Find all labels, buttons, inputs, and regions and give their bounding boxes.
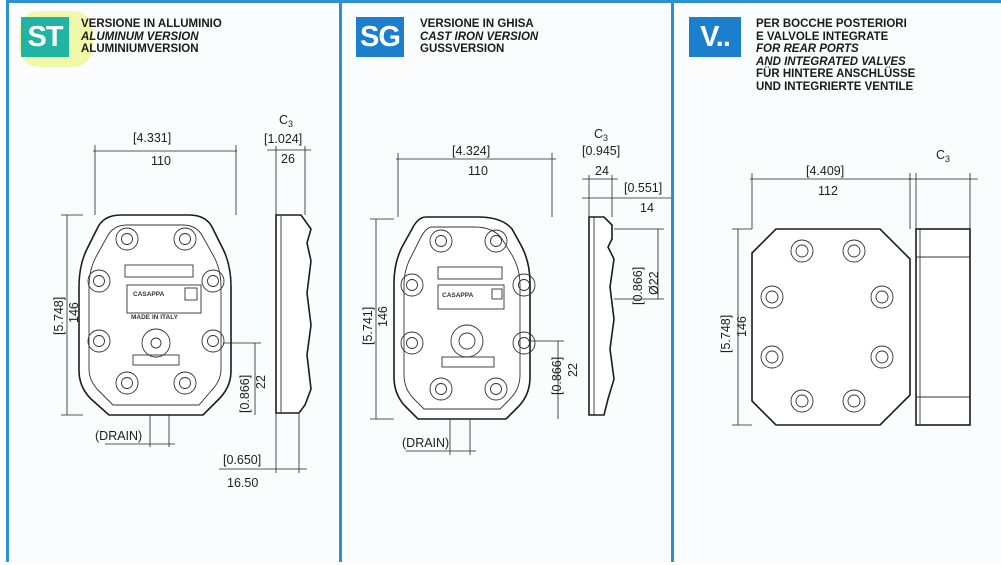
st-width-inch: [4.331] bbox=[133, 131, 171, 145]
badge-sg: SG bbox=[356, 17, 404, 57]
panel-st-title: VERSIONE IN ALLUMINIO ALUMINUM VERSION A… bbox=[81, 18, 222, 56]
st-drain-mm: 16.50 bbox=[227, 476, 258, 490]
v-side-view bbox=[915, 228, 971, 426]
sg-cover-outline bbox=[393, 216, 531, 420]
sg-port-inch: [0.866] bbox=[550, 357, 564, 395]
title-en: ALUMINUM VERSION bbox=[81, 30, 199, 43]
title-it: VERSIONE IN GHISA bbox=[420, 18, 534, 30]
st-drawing: CASAPPA MADE IN ITALY [4.331] 110 [5.748… bbox=[52, 113, 312, 490]
title-de: ALUMINIUMVERSION bbox=[81, 43, 199, 55]
v-height-mm: 146 bbox=[735, 316, 749, 337]
sg-bolt-holes bbox=[400, 229, 536, 401]
badge-v: V.. bbox=[689, 17, 741, 57]
sg-c3-mm: 24 bbox=[595, 164, 609, 178]
title-en-1: FOR REAR PORTS bbox=[756, 43, 859, 55]
v-width-inch: [4.409] bbox=[806, 164, 844, 178]
sg-width-inch: [4.324] bbox=[452, 144, 490, 158]
sg-width-mm: 110 bbox=[468, 164, 488, 178]
st-drain-inch: [0.650] bbox=[223, 453, 261, 467]
st-bolt-holes bbox=[87, 227, 225, 395]
title-en: CAST IRON VERSION bbox=[420, 30, 539, 43]
title-it-1: PER BOCCHE POSTERIORI bbox=[756, 18, 907, 30]
sg-drawing: CASAPPA [4.324] 110 [5.741] 146 C3 [0.94… bbox=[361, 127, 672, 455]
sg-c3-inch: [0.945] bbox=[582, 144, 620, 158]
title-de: GUSSVERSION bbox=[420, 43, 505, 55]
st-c3-inch: [1.024] bbox=[264, 132, 302, 146]
v-cover-outline bbox=[751, 228, 911, 426]
st-made-in-italy: MADE IN ITALY bbox=[131, 314, 179, 321]
title-de-1: FÜR HINTERE ANSCHLÜSSE bbox=[756, 68, 916, 80]
panel-v: V.. PER BOCCHE POSTERIORI E VALVOLE INTE… bbox=[671, 0, 1001, 562]
title-it-2: E VALVOLE INTEGRATE bbox=[756, 30, 889, 43]
sg-offset-mm: 14 bbox=[640, 201, 654, 215]
sg-cover-marking: CASAPPA bbox=[442, 292, 474, 299]
panel-sg-title: VERSIONE IN GHISA CAST IRON VERSION GUSS… bbox=[420, 18, 538, 56]
st-height-inch: [5.748] bbox=[52, 297, 66, 335]
v-c3-label: C3 bbox=[936, 148, 950, 164]
st-width-mm: 110 bbox=[151, 154, 171, 168]
panel-v-title: PER BOCCHE POSTERIORI E VALVOLE INTEGRAT… bbox=[756, 18, 915, 93]
title-de-2: UND INTEGRIERTE VENTILE bbox=[756, 80, 914, 93]
st-height-mm: 146 bbox=[67, 302, 81, 323]
sg-height-mm: 146 bbox=[376, 306, 390, 327]
panel-sg: SG VERSIONE IN GHISA CAST IRON VERSION G… bbox=[339, 0, 674, 562]
panel-st: ST VERSIONE IN ALLUMINIO ALUMINUM VERSIO… bbox=[6, 0, 342, 562]
sg-c3-label: C3 bbox=[594, 127, 608, 143]
st-c3-label: C3 bbox=[279, 113, 293, 129]
st-port-mm: 22 bbox=[254, 375, 268, 389]
v-drawing: [4.409] 112 [5.748] 146 C3 bbox=[719, 148, 978, 426]
v-bolt-holes bbox=[760, 239, 894, 413]
st-c3-mm: 26 bbox=[281, 152, 295, 166]
sg-offset-inch: [0.551] bbox=[624, 181, 662, 195]
sg-port-mm: 22 bbox=[566, 363, 580, 377]
sg-height-inch: [5.741] bbox=[361, 307, 375, 345]
v-width-mm: 112 bbox=[818, 184, 838, 198]
title-en-2: AND INTEGRATED VALVES bbox=[756, 55, 906, 68]
title-it: VERSIONE IN ALLUMINIO bbox=[81, 18, 222, 30]
st-drain-label: (DRAIN) bbox=[95, 429, 142, 443]
st-port-inch: [0.866] bbox=[238, 375, 252, 413]
sg-side-view bbox=[588, 216, 615, 416]
badge-st: ST bbox=[21, 17, 69, 57]
sg-dia-inch: [0.866] bbox=[631, 267, 645, 305]
v-height-inch: [5.748] bbox=[719, 315, 733, 353]
sg-dia-mm: Ø22 bbox=[647, 271, 661, 295]
sg-drain-label: (DRAIN) bbox=[402, 436, 449, 450]
st-cover-marking: CASAPPA bbox=[133, 291, 165, 298]
